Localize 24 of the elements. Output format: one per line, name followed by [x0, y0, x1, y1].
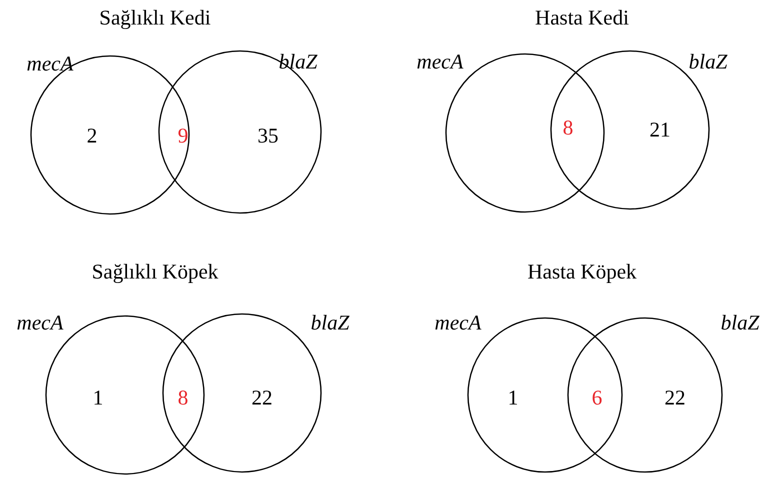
gene-label: blaZ	[720, 312, 760, 334]
overlap-count: 8	[562, 118, 574, 138]
count-label: 1	[92, 388, 104, 408]
panel-title: Hasta Köpek	[527, 262, 637, 282]
overlap-count: 9	[178, 126, 188, 146]
count-label: 22	[664, 388, 686, 408]
count-label: 1	[508, 388, 518, 408]
gene-label: blaZ	[310, 312, 350, 334]
panel-title: Sağlıklı Köpek	[92, 262, 218, 282]
count-label: 21	[650, 120, 670, 140]
panel-title: Sağlıklı Kedi	[99, 8, 211, 28]
gene-label: blaZ	[278, 52, 318, 72]
gene-label: mecA	[26, 54, 74, 74]
gene-label: blaZ	[688, 52, 728, 72]
venn-circle	[158, 50, 322, 214]
panel-title: Hasta Kedi	[535, 8, 629, 28]
gene-label: mecA	[416, 52, 464, 72]
overlap-count: 8	[178, 388, 188, 408]
count-label: 35	[258, 126, 278, 146]
gene-label: mecA	[434, 312, 482, 334]
count-label: 2	[86, 126, 98, 146]
overlap-count: 6	[592, 388, 602, 408]
gene-label: mecA	[16, 312, 64, 334]
count-label: 22	[252, 388, 272, 408]
